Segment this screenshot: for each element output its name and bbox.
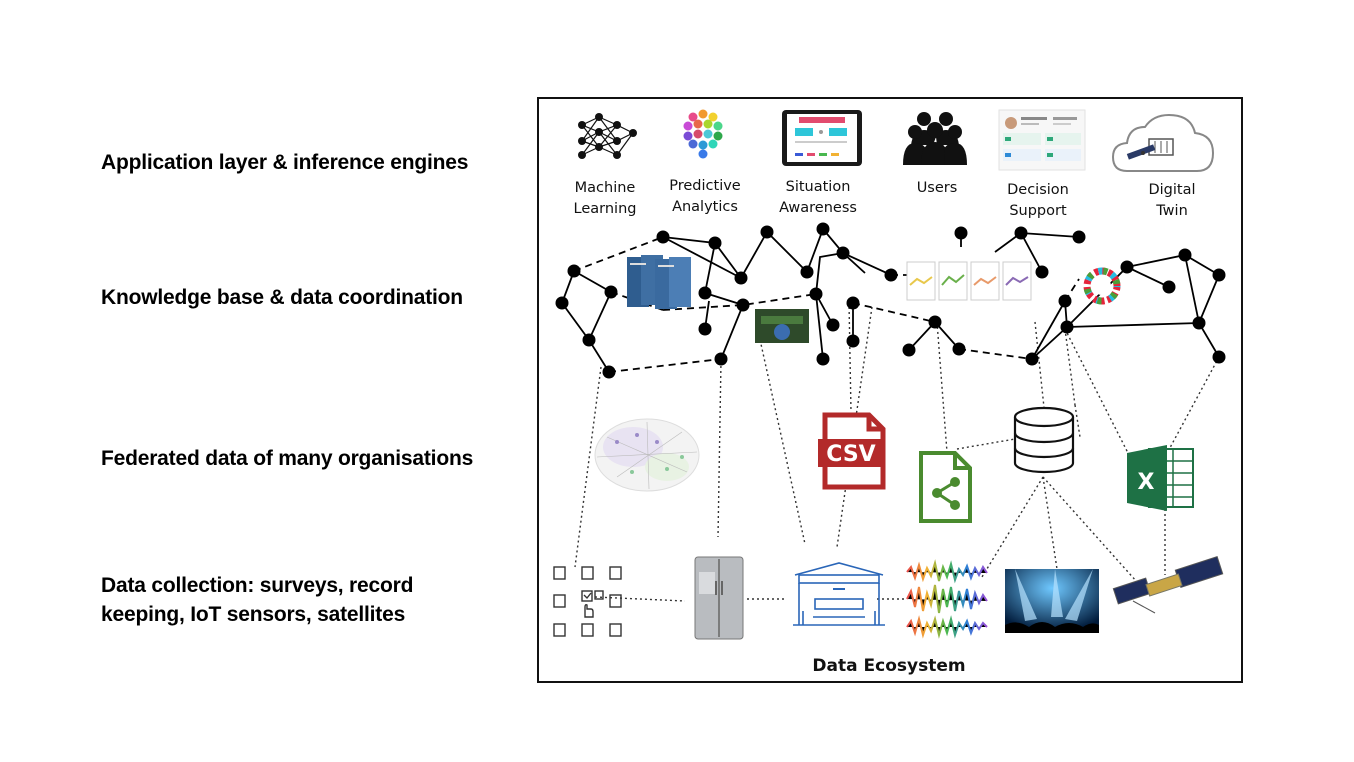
layer-label-application: Application layer & inference engines: [101, 151, 469, 174]
excel-badge-text: X: [1138, 470, 1155, 495]
stage-icon: [793, 562, 885, 626]
app-label-line1: Digital: [1148, 182, 1195, 198]
layer-label-federated: Federated data of many organisations: [101, 447, 474, 470]
audio-waveform-icon: [906, 559, 988, 639]
report-documents-icon: [627, 255, 691, 309]
satellite-icon: [1112, 556, 1224, 614]
layer-label-collection: Data collection: surveys, record keeping…: [101, 574, 414, 626]
users-icon: [903, 112, 967, 165]
cube-grid-icon: [683, 109, 723, 159]
graph-nodes: [555, 222, 1226, 379]
app-label-line1: Decision: [1007, 182, 1069, 198]
neural-network-icon: [578, 113, 637, 159]
app-label-line2: Support: [1009, 203, 1067, 219]
app-label-line1: Predictive: [669, 178, 741, 194]
dotted-links: [574, 301, 1220, 602]
decision-dashboard-icon: [998, 109, 1086, 171]
taxonomy-image-icon: [755, 309, 809, 343]
spotlight-icon: [1005, 569, 1099, 633]
network-graph-icon: [594, 418, 700, 492]
survey-forms-icon: [553, 566, 622, 637]
app-label-line1: Situation: [786, 179, 851, 195]
shared-file-icon: [919, 451, 972, 523]
layer-label-knowledge: Knowledge base & data coordination: [101, 286, 463, 309]
ecosystem-title: Data Ecosystem: [812, 656, 965, 676]
app-label-line1: Users: [917, 180, 958, 196]
ecosystem-diagram: Machine Learning Predictive Analytics Si…: [553, 109, 1226, 676]
ecosystem-frame: [537, 97, 1243, 683]
chart-cards-icon: [906, 261, 1032, 301]
tablet-dashboard-icon: [782, 110, 862, 166]
application-labels: Machine Learning Predictive Analytics Si…: [574, 178, 1196, 219]
app-label-line2: Learning: [574, 201, 637, 217]
app-label-line2: Twin: [1155, 203, 1188, 219]
sdg-wheel-icon: [1083, 267, 1121, 305]
app-label-line2: Awareness: [779, 200, 857, 216]
csv-file-icon: CSV: [818, 412, 886, 490]
csv-badge-text: CSV: [826, 442, 875, 467]
database-icon: [1013, 406, 1075, 474]
app-label-line2: Analytics: [672, 199, 738, 215]
app-label-line1: Machine: [575, 180, 636, 196]
cloud-satellite-icon: [1111, 113, 1215, 172]
smart-fridge-icon: [694, 556, 744, 640]
excel-file-icon: X: [1127, 445, 1194, 511]
